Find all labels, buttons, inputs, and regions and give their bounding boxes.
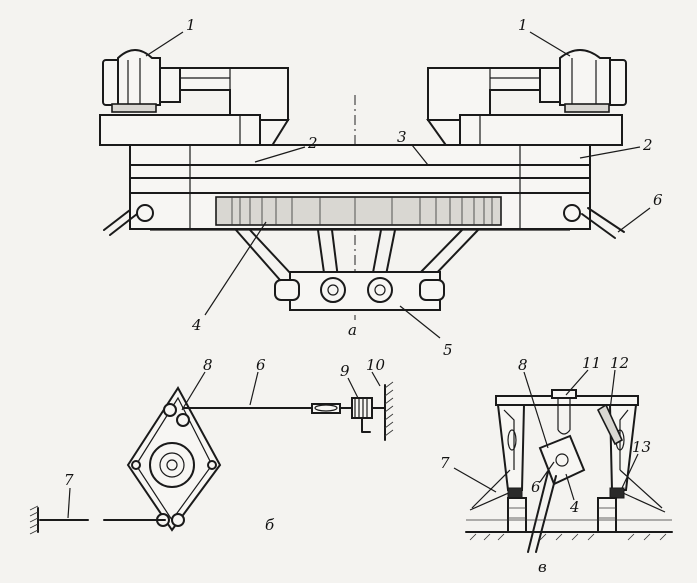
hook — [551, 389, 577, 435]
turnbuckle — [311, 403, 353, 414]
left-gearbox — [179, 67, 289, 121]
view-label-c: в — [538, 558, 547, 576]
right-foot — [609, 487, 625, 499]
labels: 1 1 2 2 3 6 4 a 5 8 6 9 10 7 б 8 11 12 7… — [64, 16, 663, 576]
left-motor — [102, 49, 181, 113]
right-motor — [539, 49, 627, 113]
label-3: 3 — [397, 128, 407, 146]
truss-panels — [215, 196, 502, 226]
left-foot — [507, 487, 523, 499]
right-end-pin — [563, 204, 581, 222]
tilted-plate — [538, 434, 586, 486]
left-end-carriage — [99, 114, 261, 146]
view-b — [29, 381, 394, 535]
central-hub — [149, 442, 195, 488]
label-9: 9 — [340, 362, 350, 380]
hanger-struts — [235, 229, 479, 281]
right-rope-bracket — [581, 207, 625, 239]
label-1-left: 1 — [186, 16, 196, 34]
label-4-top: 4 — [191, 316, 202, 334]
view-a — [99, 49, 627, 320]
label-7-c: 7 — [440, 454, 450, 472]
label-7-b: 7 — [64, 471, 74, 489]
label-6-c: 6 — [531, 478, 541, 496]
ground-line — [465, 519, 673, 541]
label-10: 10 — [366, 356, 386, 374]
right-end-carriage — [459, 114, 623, 146]
right-gearbox — [427, 67, 541, 121]
label-6-top: 6 — [653, 191, 663, 209]
label-8-c: 8 — [518, 356, 528, 374]
label-4-c: 4 — [569, 498, 580, 516]
spring — [351, 397, 373, 433]
right-foundation — [597, 497, 617, 533]
diagonal-strut — [527, 471, 549, 553]
label-6-b: 6 — [256, 356, 266, 374]
lower-clamp-block — [274, 271, 445, 311]
left-foundation — [507, 497, 527, 533]
leader-lines — [67, 31, 651, 519]
view-label-b: б — [265, 516, 275, 534]
view-c — [465, 389, 673, 553]
lever — [596, 403, 624, 446]
label-13: 13 — [632, 438, 651, 456]
anchor-wall — [371, 381, 394, 441]
label-8-b: 8 — [203, 356, 213, 374]
label-1-right: 1 — [518, 16, 528, 34]
label-2-right: 2 — [642, 136, 653, 154]
view-label-a: a — [348, 321, 357, 339]
left-end-pin — [136, 204, 154, 222]
label-2-left: 2 — [307, 134, 318, 152]
label-11: 11 — [582, 354, 601, 372]
label-5: 5 — [443, 341, 453, 359]
label-12: 12 — [610, 354, 629, 372]
left-rope-bracket — [103, 209, 138, 236]
